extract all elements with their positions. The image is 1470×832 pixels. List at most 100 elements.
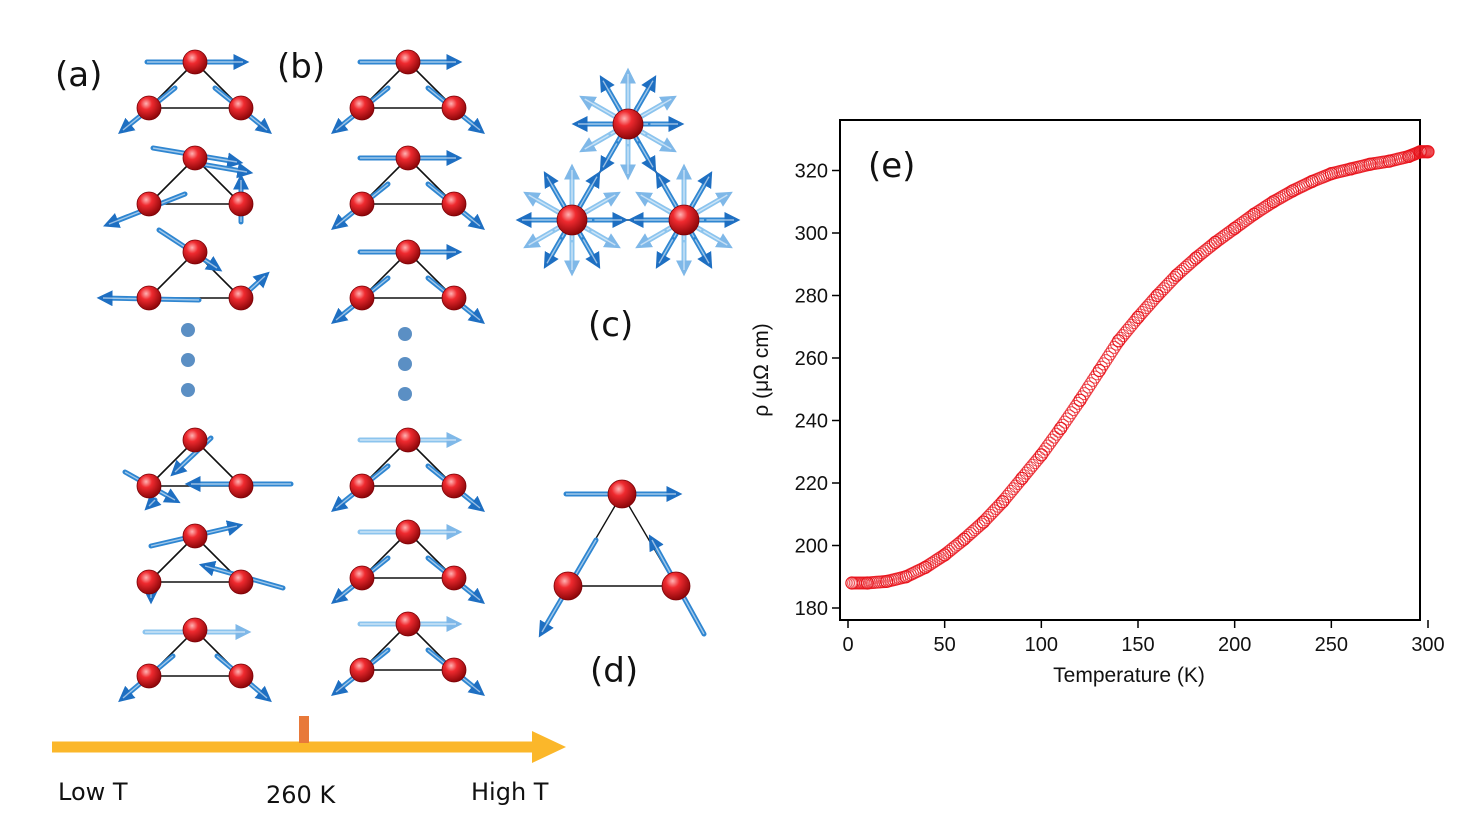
atom — [349, 565, 375, 591]
atom — [228, 95, 254, 121]
data-point-interp — [1004, 484, 1018, 498]
data-point-interp — [1223, 224, 1237, 238]
y-tick-label: 240 — [795, 411, 828, 433]
data-point-interp — [1094, 360, 1108, 374]
data-point-interp — [1099, 354, 1113, 368]
x-tick-label: 150 — [1121, 634, 1154, 656]
high-t-label: High T — [471, 778, 549, 806]
data-point-interp — [1002, 487, 1016, 501]
triangle-a-2 — [103, 145, 254, 228]
data-point-interp — [1213, 232, 1227, 246]
data-point-interp — [1077, 387, 1091, 401]
data-point-interp — [1232, 218, 1246, 232]
x-tick-label: 300 — [1411, 634, 1444, 656]
bond-triangle — [147, 60, 243, 109]
data-point-interp — [1230, 220, 1244, 234]
data-point-interp — [933, 551, 947, 565]
triangle-b-5 — [331, 519, 485, 605]
data-point — [1131, 310, 1145, 324]
data-point-interp — [1079, 383, 1093, 397]
atom — [182, 523, 208, 549]
atom — [668, 204, 700, 236]
atom — [349, 191, 375, 217]
data-point-interp — [1120, 323, 1134, 337]
bond-triangle — [147, 534, 243, 583]
atom — [182, 49, 208, 75]
atom — [395, 49, 421, 75]
chart-panel-label: (e) — [868, 146, 915, 186]
data-point-interp — [1219, 228, 1233, 242]
data-point — [1073, 393, 1087, 407]
atom — [553, 571, 583, 601]
data-point-interp — [994, 497, 1008, 511]
data-point-interp — [1075, 390, 1089, 404]
triangle-d-ordered — [538, 479, 707, 638]
atom — [441, 473, 467, 499]
data-point-interp — [1135, 306, 1149, 320]
atom — [612, 108, 644, 140]
y-tick-label: 280 — [795, 286, 828, 308]
data-point-interp — [1084, 377, 1098, 391]
data-point-interp — [1071, 396, 1085, 410]
triangle-a-3 — [96, 227, 270, 311]
temperature-arrow — [52, 716, 566, 763]
x-tick-label: 0 — [842, 634, 853, 656]
atom — [182, 145, 208, 171]
data-point-interp — [1210, 234, 1224, 248]
atom — [349, 657, 375, 683]
data-point-interp — [1206, 237, 1220, 251]
bond-triangle — [360, 250, 456, 299]
x-tick-label: 200 — [1218, 634, 1251, 656]
atom — [349, 95, 375, 121]
ellipsis-dot — [398, 387, 412, 401]
data-point-interp — [1234, 217, 1248, 231]
bond-triangle — [360, 438, 456, 487]
atom — [182, 617, 208, 643]
data-point-interp — [1107, 340, 1121, 354]
data-point-interp — [1236, 215, 1250, 229]
data-point-interp — [1021, 464, 1035, 477]
data-point — [996, 495, 1010, 509]
atom — [136, 569, 162, 595]
data-point — [1112, 334, 1126, 348]
atom — [349, 473, 375, 499]
triangle-a-4 — [122, 427, 294, 511]
atom — [136, 191, 162, 217]
plot-frame — [839, 119, 1421, 621]
data-point-interp — [1129, 313, 1143, 327]
y-tick-label: 320 — [795, 161, 828, 183]
ellipsis-dot — [181, 353, 195, 367]
atom — [182, 427, 208, 453]
atom — [228, 663, 254, 689]
panel-label-d: (d) — [590, 651, 638, 691]
atom — [395, 239, 421, 265]
atom — [228, 473, 254, 499]
transition-temperature-label: 260 K — [266, 781, 336, 809]
atom — [395, 519, 421, 545]
data-point-interp — [1118, 326, 1132, 340]
spin-arrow-highlight — [148, 499, 156, 507]
atom — [441, 95, 467, 121]
data-point-interp — [1133, 308, 1147, 322]
data-point-interp — [1204, 239, 1218, 253]
ellipsis-dot — [398, 357, 412, 371]
atom — [395, 145, 421, 171]
y-tick-label: 200 — [795, 536, 828, 558]
triangle-a-5 — [136, 520, 286, 605]
data-point — [1208, 235, 1222, 249]
data-point-interp — [1028, 456, 1042, 470]
ellipsis-dot — [181, 323, 195, 337]
data-point-interp — [998, 492, 1012, 506]
data-point-interp — [1006, 482, 1020, 496]
data-point-interp — [1030, 453, 1044, 467]
atom — [182, 239, 208, 265]
data-point-interp — [1116, 329, 1130, 343]
triangle-b-4 — [331, 427, 485, 513]
data-point-interp — [1142, 298, 1156, 312]
x-tick-label: 50 — [934, 634, 956, 656]
data-point-interp — [1088, 370, 1102, 384]
data-point — [1421, 145, 1435, 159]
triangle-c-averaged — [515, 67, 741, 277]
atom — [136, 95, 162, 121]
atom — [441, 285, 467, 311]
